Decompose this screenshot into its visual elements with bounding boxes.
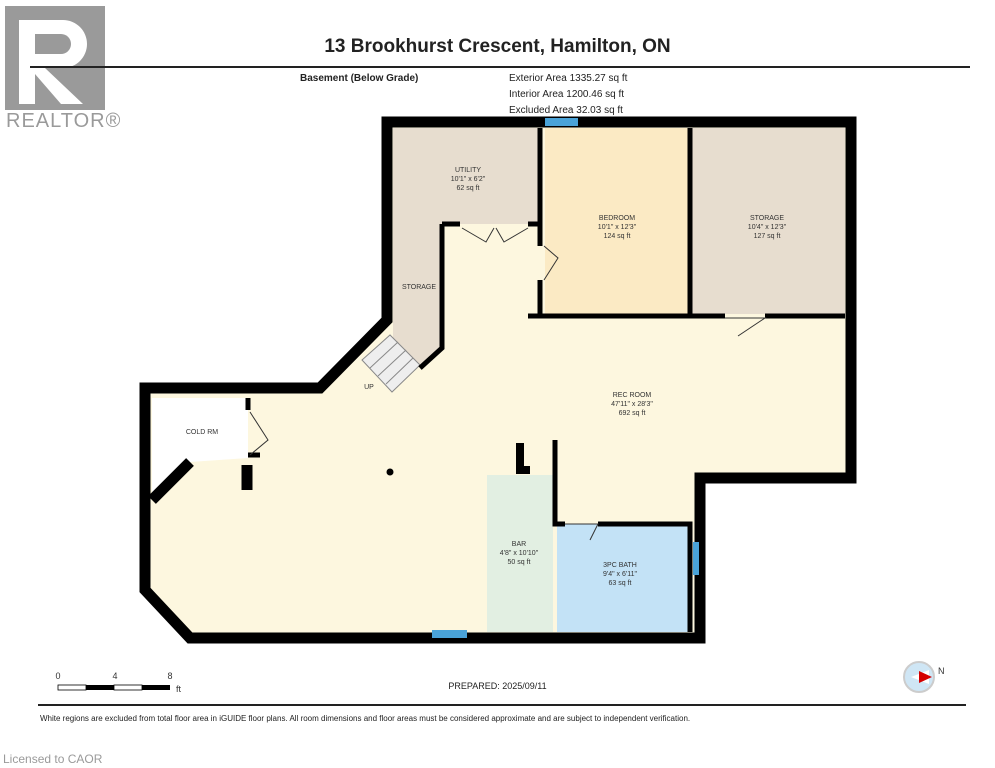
room-dims: 10'1" x 6'2" — [451, 176, 486, 183]
cold-room-label: COLD RM — [186, 429, 218, 436]
utility-fill — [393, 128, 540, 368]
svg-text:0: 0 — [55, 671, 60, 681]
realtor-logo — [5, 6, 105, 110]
room-name: BEDROOM — [599, 215, 635, 222]
divider — [30, 66, 970, 68]
excluded-area: Excluded Area 32.03 sq ft — [509, 105, 623, 116]
storage-label: STORAGE — [402, 284, 436, 291]
room-area: 124 sq ft — [604, 233, 631, 240]
level-label: Basement (Below Grade) — [300, 73, 419, 84]
room-area: 63 sq ft — [609, 580, 632, 587]
stairs-up-label: UP — [364, 384, 374, 391]
bedroom-fill — [545, 128, 690, 314]
disclaimer: White regions are excluded from total fl… — [40, 714, 691, 723]
storage-fill — [692, 128, 845, 314]
svg-text:8: 8 — [167, 671, 172, 681]
room-area: 62 sq ft — [457, 185, 480, 192]
room-dims: 9'4" x 6'11" — [603, 571, 637, 578]
post — [386, 468, 394, 476]
page-title: 13 Brookhurst Crescent, Hamilton, ON — [324, 36, 671, 57]
bath-fill — [557, 524, 690, 632]
room-area: 50 sq ft — [508, 559, 531, 566]
prepared-date: PREPARED: 2025/09/11 — [448, 681, 547, 691]
room-name: BAR — [512, 541, 526, 548]
room-name: REC ROOM — [613, 392, 652, 399]
compass-icon: N — [903, 661, 945, 693]
divider — [38, 704, 966, 706]
room-name: UTILITY — [455, 167, 481, 174]
scale-bar: 0 4 8 ft — [55, 671, 182, 694]
room-area: 127 sq ft — [754, 233, 781, 240]
svg-text:4: 4 — [112, 671, 117, 681]
room-name: STORAGE — [750, 215, 784, 222]
stairs — [361, 334, 421, 393]
doors — [249, 227, 767, 541]
realtor-logo-text: REALTOR® — [6, 110, 122, 132]
room-area: 692 sq ft — [619, 410, 646, 417]
interior-area: Interior Area 1200.46 sq ft — [509, 89, 625, 100]
exterior-area: Exterior Area 1335.27 sq ft — [509, 73, 628, 84]
license-text: Licensed to CAOR — [3, 752, 103, 766]
room-dims: 10'1" x 12'3" — [598, 224, 637, 231]
room-dims: 47'11" x 28'3" — [611, 401, 653, 408]
room-dims: 4'8" x 10'10" — [500, 550, 539, 557]
bar-fill — [487, 475, 553, 632]
interior-walls — [148, 128, 845, 632]
svg-text:N: N — [938, 666, 945, 676]
exterior-wall — [139, 116, 857, 644]
room-name: 3PC BATH — [603, 562, 637, 569]
room-dims: 10'4" x 12'3" — [748, 224, 787, 231]
svg-text:ft: ft — [176, 684, 182, 694]
